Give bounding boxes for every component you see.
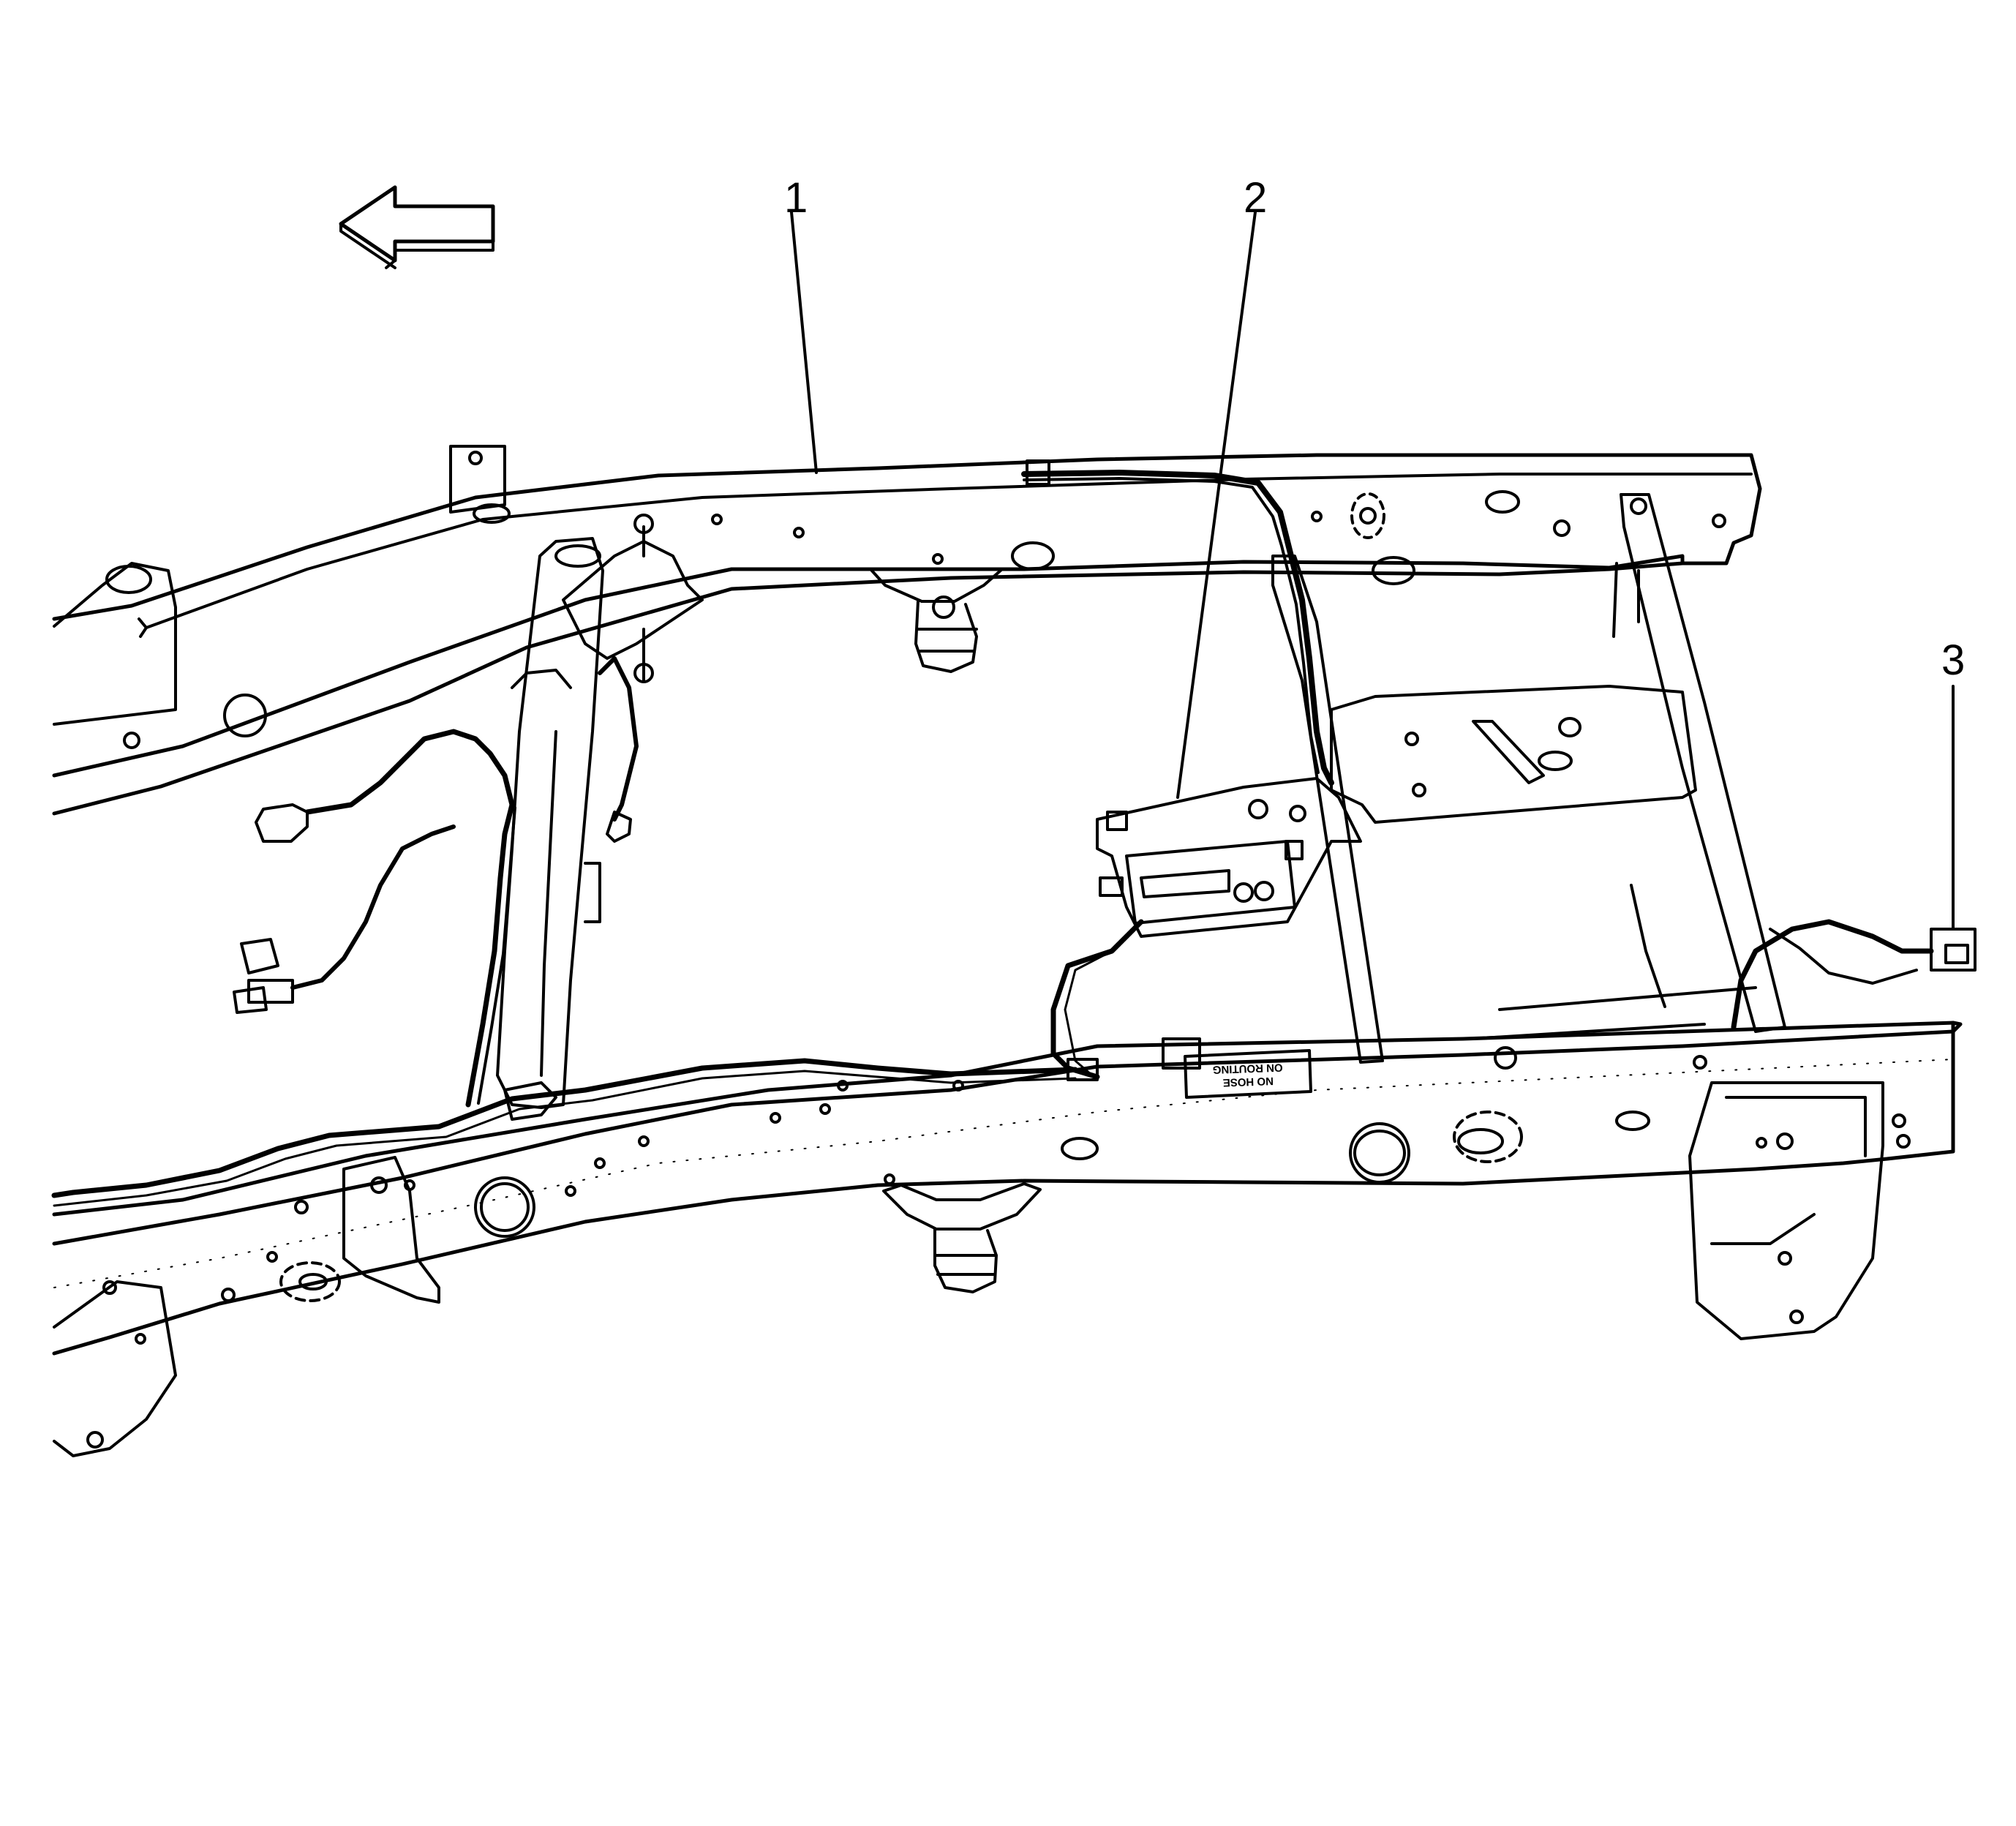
- callout-3: 3: [1941, 636, 1965, 684]
- frame-label-text: NO HOSE ON ROUTING: [1212, 1061, 1282, 1089]
- callout-leaders: [790, 211, 1955, 931]
- front-direction-arrow-icon: [339, 185, 495, 269]
- module-item-2: [1096, 777, 1362, 938]
- leader-1: [790, 211, 818, 474]
- wiring-harness: [51, 459, 1976, 1207]
- frame-label-line1: NO HOSE: [1222, 1075, 1274, 1089]
- callout-2: 2: [1244, 174, 1267, 222]
- left-crossmember: [496, 514, 704, 1109]
- right-crossmembers: [1271, 493, 1786, 1064]
- upper-frame-rail: [52, 445, 1762, 816]
- frame-label-line2: ON ROUTING: [1212, 1061, 1282, 1075]
- frame-label-plate: [1184, 1049, 1312, 1099]
- leader-2: [1176, 211, 1257, 799]
- callout-1: 1: [784, 174, 808, 222]
- lower-frame-rail: [52, 1021, 1963, 1457]
